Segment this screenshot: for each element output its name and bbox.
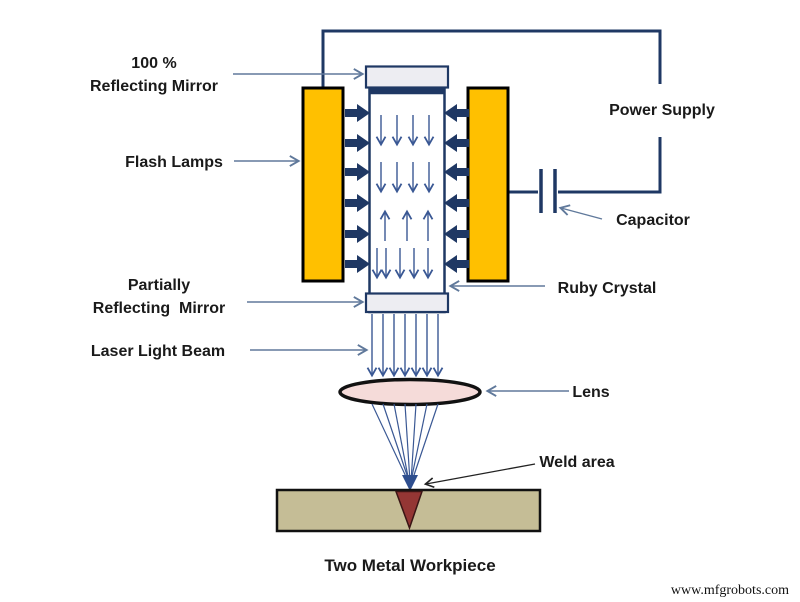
pump-arrow xyxy=(444,225,469,243)
label-two-metal-workpiece: Two Metal Workpiece xyxy=(324,556,496,575)
right-flash-lamp xyxy=(466,86,510,283)
pump-arrow xyxy=(444,194,469,212)
watermark-url: www.mfgrobots.com xyxy=(670,583,789,598)
label-weld-area: Weld area xyxy=(539,454,615,471)
pump-arrow xyxy=(345,225,370,243)
label-reflecting-mirror-100: 100 % Reflecting Mirror xyxy=(89,55,219,95)
label-power-supply: Power Supply xyxy=(609,102,715,119)
label-arrows xyxy=(233,68,603,397)
pump-arrows-left xyxy=(345,104,370,273)
pump-arrow xyxy=(444,104,469,122)
weld-notch xyxy=(394,490,424,531)
pump-arrow xyxy=(444,163,469,181)
pump-arrow xyxy=(345,255,370,273)
photon-arrows xyxy=(371,115,435,280)
label-capacitor: Capacitor xyxy=(616,212,690,229)
pump-arrows-right xyxy=(444,104,469,273)
label-lens: Lens xyxy=(572,384,610,401)
pump-arrow xyxy=(345,194,370,212)
focus-arrowhead xyxy=(402,475,418,491)
label-arrow-weld-area xyxy=(423,463,536,489)
power-supply-circuit-wire xyxy=(321,29,662,194)
label-laser-light-beam: Laser Light Beam xyxy=(90,343,226,360)
pump-arrow xyxy=(345,134,370,152)
capacitor-symbol xyxy=(539,169,557,213)
lens-shape xyxy=(338,377,482,407)
pump-arrow xyxy=(444,255,469,273)
pump-arrow xyxy=(345,104,370,122)
left-flash-lamp xyxy=(301,86,345,283)
pump-arrow xyxy=(444,134,469,152)
label-ruby-crystal: Ruby Crystal xyxy=(557,280,657,297)
label-partially-reflecting-mirror: Partially Reflecting Mirror xyxy=(92,277,226,317)
circuit-right-wire xyxy=(558,137,662,194)
label-flash-lamps: Flash Lamps xyxy=(125,154,223,171)
partial-reflecting-mirror xyxy=(364,292,450,314)
pump-arrow xyxy=(345,163,370,181)
label-arrow-capacitor xyxy=(558,204,603,220)
full-reflecting-mirror xyxy=(364,65,450,89)
laser-beam-lines xyxy=(366,314,444,378)
converging-beams xyxy=(371,403,439,483)
circuit-top-wire xyxy=(321,29,662,89)
